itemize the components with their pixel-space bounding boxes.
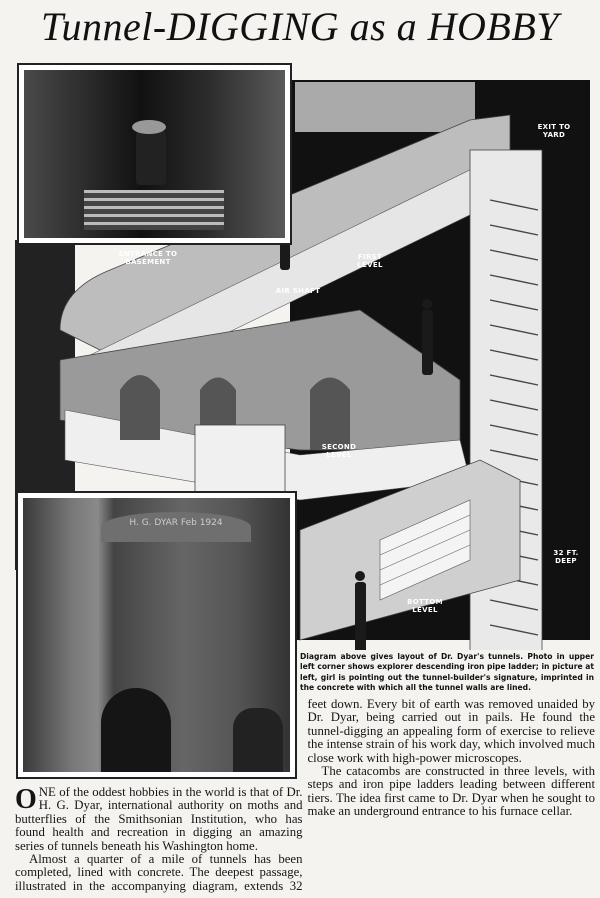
girl-figure <box>233 708 283 772</box>
label-exit-to-yard: EXIT TO YARD <box>537 123 571 139</box>
explorer-figure <box>136 125 166 185</box>
label-air-shaft: AIR SHAFT <box>275 287 321 295</box>
label-second-level: SECOND LEVEL <box>321 443 357 459</box>
label-32-ft-deep: 32 FT. DEEP <box>553 549 579 565</box>
arches <box>120 375 350 450</box>
column-spacer <box>15 698 303 786</box>
photo-explorer-ladder <box>17 63 292 245</box>
label-first-level: FIRST LEVEL <box>357 253 383 269</box>
label-bottom-level: BOTTOM LEVEL <box>407 598 443 614</box>
article-paragraph-1: NE of the oddest hobbies in the world is… <box>15 785 303 853</box>
tunnel-diagram <box>15 80 590 650</box>
dark-archway <box>101 688 171 772</box>
signature-inscription: H. G. DYAR Feb 1924 <box>101 512 251 542</box>
photo-signature-wall: H. G. DYAR Feb 1924 <box>16 491 297 779</box>
drop-cap: O <box>15 784 37 815</box>
stair-well <box>194 424 286 501</box>
label-entrance-to-basement: ENTRANCE TO BASEMENT <box>118 250 178 266</box>
figure-caption: Diagram above gives layout of Dr. Dyar's… <box>300 652 594 693</box>
ground-surface <box>295 82 475 132</box>
ladder-steps <box>84 190 224 230</box>
article-paragraph-3: The catacombs are constructed in three l… <box>307 764 596 819</box>
article-paragraph-2: Almost a quarter of a mile of tunnels ha… <box>15 697 595 893</box>
page-title: Tunnel-DIGGING as a HOBBY <box>40 4 560 49</box>
explorer-hat <box>132 120 166 134</box>
